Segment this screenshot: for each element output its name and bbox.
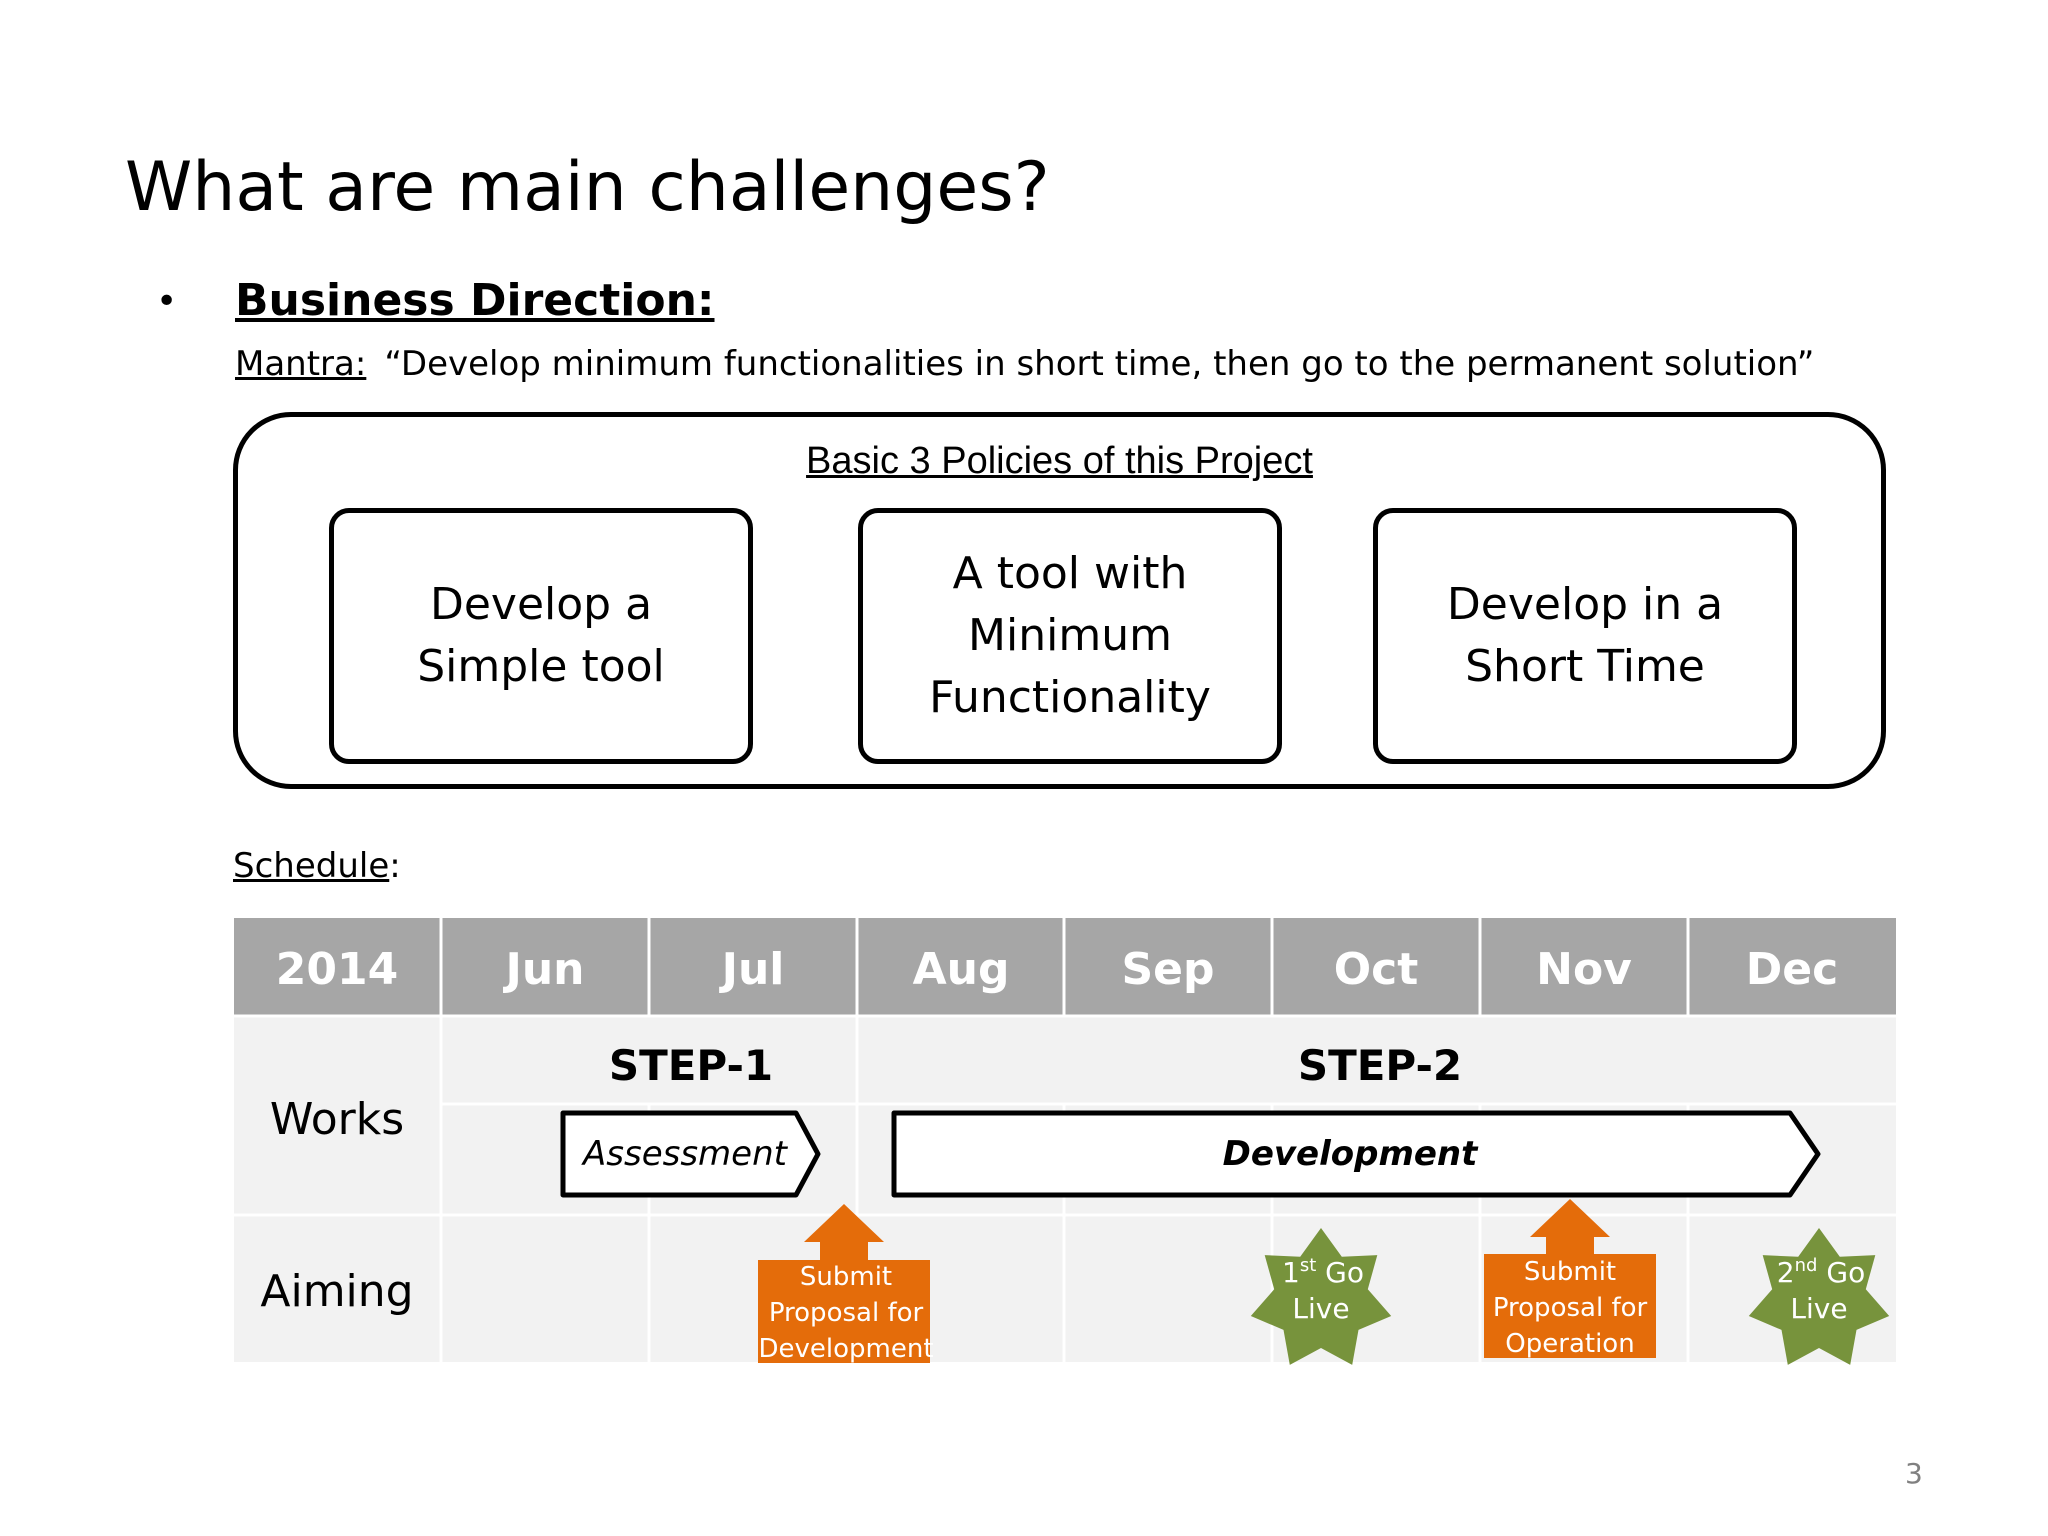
go-live-2-line-1: 2nd Go xyxy=(1777,1255,1865,1289)
mantra-label: Mantra: xyxy=(235,344,367,384)
star-icon xyxy=(1748,1228,1890,1365)
callout-dev-line-1: Submit xyxy=(800,1262,892,1292)
assessment-label: Assessment xyxy=(581,1134,789,1174)
row-label-works: Works xyxy=(270,1094,404,1145)
policies-title-text: Basic 3 Policies of this Project xyxy=(806,440,1313,482)
go-live-2-milestone: 2nd Go Live xyxy=(1748,1228,1890,1365)
up-arrow-icon xyxy=(804,1204,884,1260)
callout-ops-line-2: Proposal for xyxy=(1493,1293,1648,1323)
go-live-2-line-2: Live xyxy=(1790,1292,1847,1325)
schedule-label-colon: : xyxy=(389,846,401,886)
slide-title: What are main challenges? xyxy=(125,148,1050,227)
callout-dev-line-2: Proposal for xyxy=(769,1298,924,1328)
submit-proposal-development-callout: Submit Proposal for Development xyxy=(758,1204,934,1364)
page-number: 3 xyxy=(1905,1457,1923,1490)
bullet-point: • xyxy=(156,281,178,322)
schedule-year: 2014 xyxy=(276,944,398,995)
month-jul: Jul xyxy=(719,944,785,995)
month-jun: Jun xyxy=(502,944,584,995)
policy-box-minimum-functionality: A tool with Minimum Functionality xyxy=(858,508,1282,764)
go-live-1-line-2: Live xyxy=(1292,1292,1349,1325)
go-live-1-line-1: 1st Go xyxy=(1282,1255,1364,1289)
development-phase-arrow xyxy=(891,1110,1821,1198)
policies-title: Basic 3 Policies of this Project xyxy=(233,437,1886,485)
callout-dev-line-3: Development xyxy=(758,1334,933,1364)
schedule-label: Schedule: xyxy=(233,844,401,888)
row-label-aiming: Aiming xyxy=(260,1266,413,1317)
month-oct: Oct xyxy=(1334,944,1419,995)
policy-box-short-time: Develop in a Short Time xyxy=(1373,508,1797,764)
step-1-label: STEP-1 xyxy=(609,1041,773,1090)
month-dec: Dec xyxy=(1746,944,1838,995)
step-2-label: STEP-2 xyxy=(1298,1041,1462,1090)
policy-box-simple-tool: Develop a Simple tool xyxy=(329,508,753,764)
go-live-1-milestone: 1st Go Live xyxy=(1250,1228,1392,1365)
month-aug: Aug xyxy=(913,944,1010,995)
policies-container xyxy=(233,412,1886,789)
up-arrow-icon xyxy=(1530,1199,1610,1254)
development-label: Development xyxy=(1223,1134,1480,1174)
schedule-label-text: Schedule xyxy=(233,846,390,886)
mantra-text: “Develop minimum functionalities in shor… xyxy=(384,344,1815,384)
month-sep: Sep xyxy=(1121,944,1214,995)
star-icon xyxy=(1250,1228,1392,1365)
month-nov: Nov xyxy=(1536,944,1632,995)
mantra-line: Mantra: “Develop minimum functionalities … xyxy=(235,342,1814,386)
callout-ops-line-3: Operation xyxy=(1505,1329,1634,1359)
assessment-phase-arrow xyxy=(560,1110,821,1198)
business-direction-heading: Business Direction: xyxy=(235,275,715,326)
callout-ops-line-1: Submit xyxy=(1524,1257,1616,1287)
submit-proposal-operation-callout: Submit Proposal for Operation xyxy=(1484,1199,1656,1359)
schedule-grid xyxy=(234,918,1896,1362)
